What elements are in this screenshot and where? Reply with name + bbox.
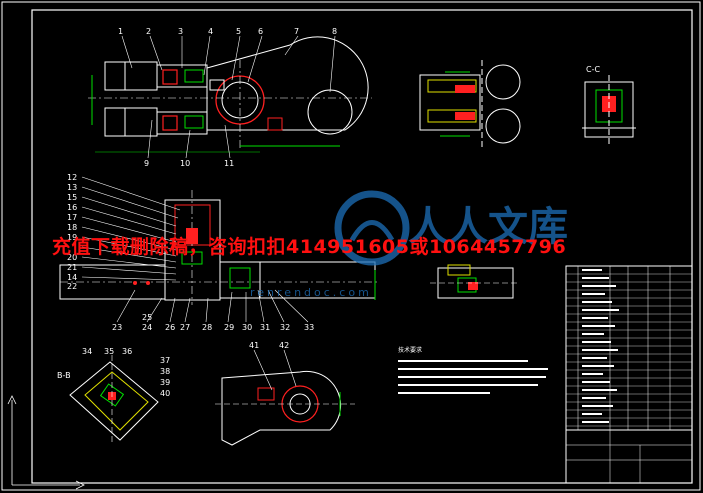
side-view-right <box>419 60 521 150</box>
top-part-leaders <box>121 35 336 159</box>
parts-list-text-placeholder <box>582 285 616 287</box>
parts-list-text-placeholder <box>582 405 613 407</box>
parts-list-text-placeholder <box>582 365 614 367</box>
part-number-label: 10 <box>180 159 190 168</box>
title-block <box>565 265 693 484</box>
part-number-label: 42 <box>279 341 289 350</box>
parts-list-text-placeholder <box>582 413 602 415</box>
parts-list-text-placeholder <box>582 301 612 303</box>
parts-list-text-placeholder <box>582 341 611 343</box>
watermark-url: renrendoc.com <box>250 286 372 299</box>
arm-part-numbers: 41 42 <box>249 341 289 350</box>
watermark-text: 人人文库 <box>408 204 568 250</box>
part-number-label: 41 <box>249 341 259 350</box>
parts-list-text-placeholder <box>582 389 617 391</box>
part-number-label: 29 <box>224 323 234 332</box>
part-number-label: 37 <box>160 356 170 365</box>
part-number-label: 17 <box>67 213 77 222</box>
download-banner: 充值下载删除稿，咨询扣扣414951605或1064457796 <box>52 236 567 258</box>
part-number-label: 28 <box>202 323 212 332</box>
part-number-label: 18 <box>67 223 77 232</box>
part-number-label: 33 <box>304 323 314 332</box>
section-cc-label: C-C <box>586 65 600 74</box>
part-number-label: 12 <box>67 173 77 182</box>
part-number-label: 39 <box>160 378 170 387</box>
part-number-label: 14 <box>67 273 77 282</box>
part-number-label: 1 <box>118 27 123 36</box>
parts-list-text-placeholder <box>582 381 610 383</box>
parts-list-text-placeholder <box>582 269 602 271</box>
parts-list-text-placeholder <box>582 349 618 351</box>
front-bottom-leaders <box>116 289 309 323</box>
part-number-label: 4 <box>208 27 213 36</box>
parts-list-text-placeholder <box>582 333 604 335</box>
bb-part-numbers: 34 35 36 37 38 39 40 <box>82 347 170 398</box>
part-number-label: 11 <box>224 159 234 168</box>
part-number-label: 36 <box>122 347 132 356</box>
part-number-label: 6 <box>258 27 263 36</box>
parts-list-text-placeholder <box>582 317 608 319</box>
part-number-label: 38 <box>160 367 170 376</box>
parts-list-text-placeholder <box>582 309 619 311</box>
part-number-label: 35 <box>104 347 114 356</box>
parts-list-text-placeholder <box>582 325 615 327</box>
part-number-label: 13 <box>67 183 77 192</box>
part-number-label: 21 <box>67 263 77 272</box>
section-bb-view: B-B <box>57 355 159 445</box>
part-number-label: 27 <box>180 323 190 332</box>
front-part-leaders <box>81 176 181 281</box>
parts-list-text-placeholder <box>582 277 609 279</box>
part-number-label: 26 <box>165 323 175 332</box>
part-number-label: 16 <box>67 203 77 212</box>
parts-list-text-placeholder <box>582 293 605 295</box>
arm-view <box>215 349 355 446</box>
part-number-label: 24 <box>142 323 152 332</box>
part-number-label: 22 <box>67 282 77 291</box>
top-view <box>88 36 372 153</box>
parts-list-text-placeholder <box>582 397 606 399</box>
part-number-label: 23 <box>112 323 122 332</box>
section-cc-view: C-C <box>582 65 636 145</box>
part-number-label: 3 <box>178 27 183 36</box>
section-bb-label: B-B <box>57 371 71 380</box>
part-number-label: 34 <box>82 347 92 356</box>
detail-view-middle <box>430 264 520 299</box>
part-number-label: 40 <box>160 389 170 398</box>
part-number-label: 31 <box>260 323 270 332</box>
part-number-label: 15 <box>67 193 77 202</box>
tech-requirements: 技术要求 <box>398 346 548 394</box>
part-number-label: 25 <box>142 313 152 322</box>
part-number-label: 7 <box>294 27 299 36</box>
front-part-numbers-left: 12 13 15 16 17 18 19 20 21 14 22 <box>67 173 77 291</box>
watermark-logo: 人人文库 renrendoc.com <box>250 190 568 299</box>
front-part-numbers-bottom: 23 24 25 26 27 28 29 30 31 32 33 <box>112 313 314 332</box>
part-number-label: 30 <box>242 323 252 332</box>
part-number-label: 2 <box>146 27 151 36</box>
inner-border <box>31 9 693 484</box>
parts-list-rows <box>566 269 692 427</box>
tech-requirements-title: 技术要求 <box>398 346 422 354</box>
ucs-axis-icon <box>7 395 85 490</box>
parts-list-text-placeholder <box>582 373 603 375</box>
part-number-label: 8 <box>332 27 337 36</box>
front-view <box>59 190 380 305</box>
part-number-label: 5 <box>236 27 241 36</box>
top-part-numbers: 1 2 3 4 5 6 7 8 9 10 11 <box>118 27 337 168</box>
part-number-label: 32 <box>280 323 290 332</box>
part-number-label: 19 <box>67 233 77 242</box>
parts-list-text-placeholder <box>582 357 607 359</box>
part-number-label: 20 <box>67 253 77 262</box>
parts-list-text-placeholder <box>582 421 609 423</box>
part-number-label: 9 <box>144 159 149 168</box>
